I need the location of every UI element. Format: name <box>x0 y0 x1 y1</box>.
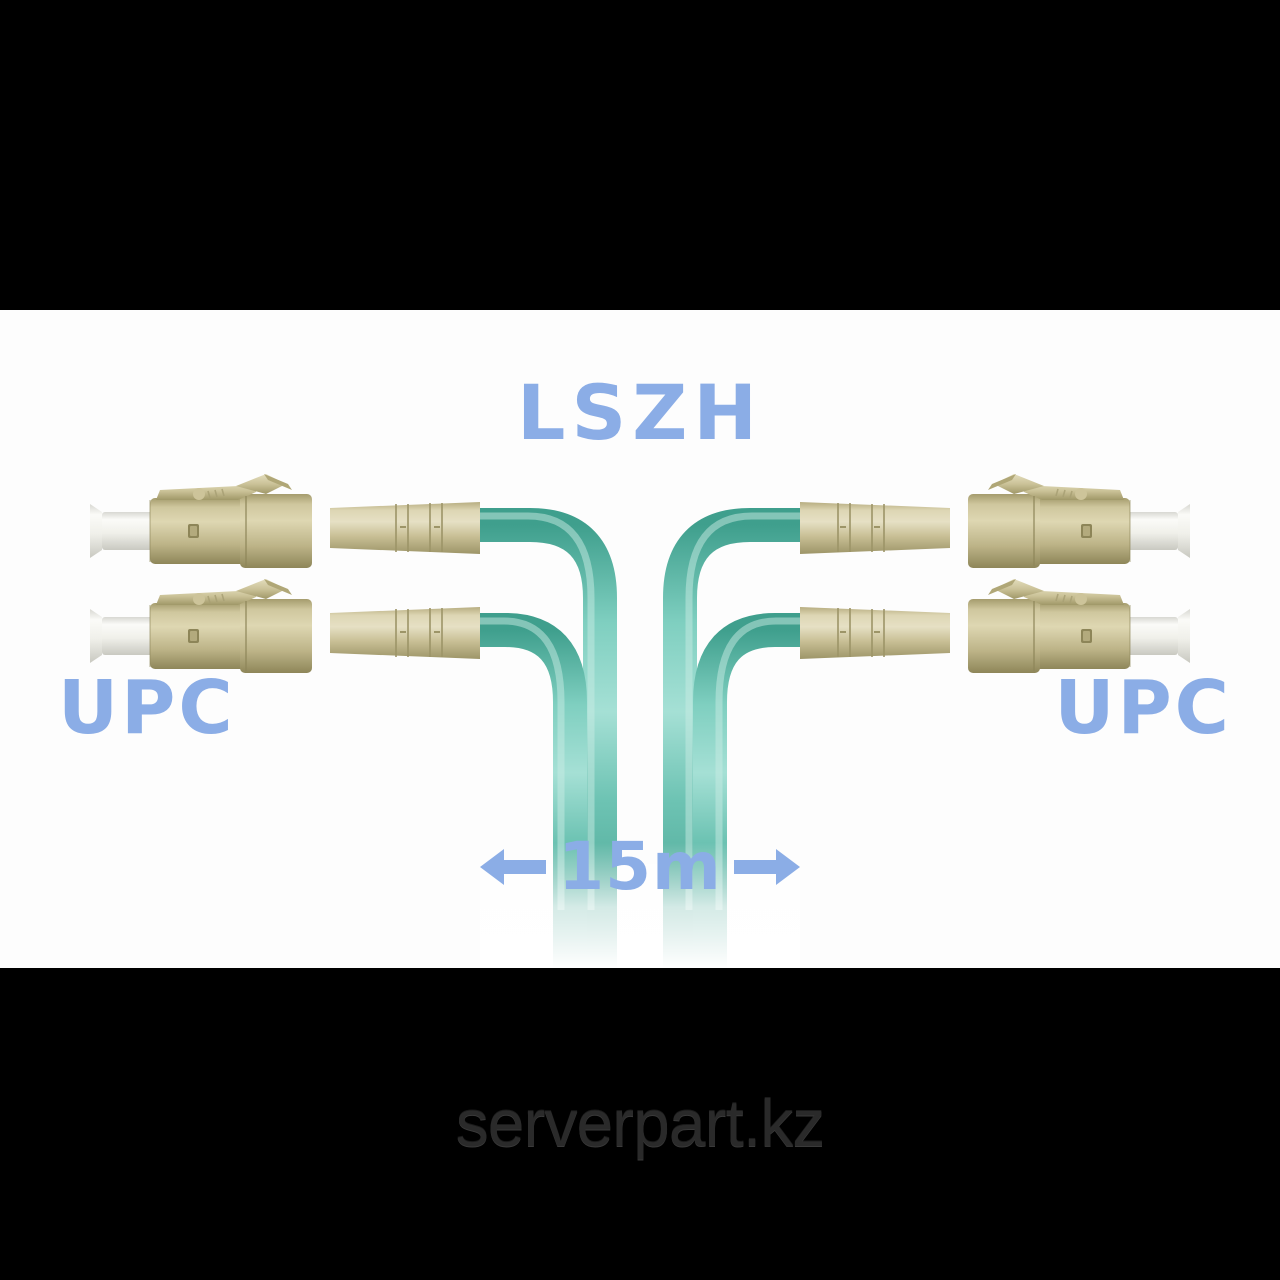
connector-left-lower <box>89 578 481 674</box>
fiber-patch-cord-illustration <box>89 473 1191 968</box>
connector-polish-label-left: UPC <box>58 665 236 751</box>
arrow-left-icon <box>480 848 547 885</box>
arrow-right-icon <box>733 848 800 885</box>
site-watermark: serverpart.kz <box>455 1086 825 1160</box>
cable-length-label: 15m <box>0 828 1280 905</box>
product-photo-panel: LSZH UPC UPC 15m <box>0 310 1280 968</box>
cable-length-value: 15m <box>558 828 722 905</box>
connector-right-upper <box>799 473 1191 569</box>
connector-polish-label-right: UPC <box>1054 665 1232 751</box>
connector-left-upper <box>89 473 481 569</box>
connector-right-lower <box>799 578 1191 674</box>
jacket-rating-label: LSZH <box>517 368 763 457</box>
